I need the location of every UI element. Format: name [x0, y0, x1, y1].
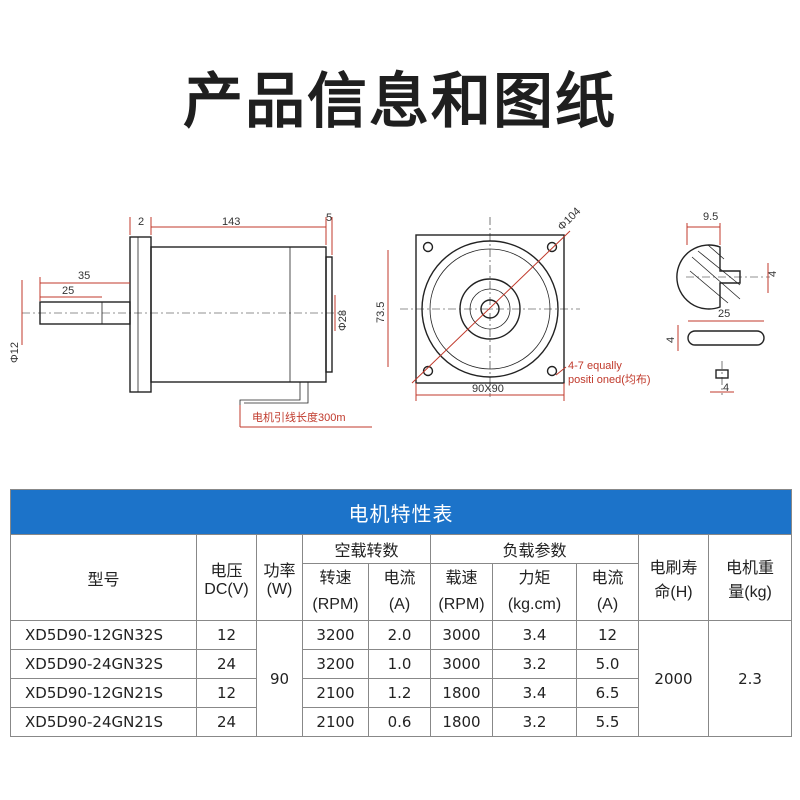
dim-4-key-width: 4 — [723, 382, 729, 394]
cell-nl-speed: 2100 — [302, 707, 369, 737]
dim-9-5: 9.5 — [703, 211, 718, 223]
cell-l-speed: 1800 — [430, 678, 493, 708]
dim-73-5: 73.5 — [375, 302, 387, 323]
cell-l-torque: 3.2 — [492, 649, 577, 679]
cell-l-speed: 3000 — [430, 649, 493, 679]
cell-model: XD5D90-12GN32S — [10, 620, 197, 650]
cell-voltage: 12 — [196, 678, 257, 708]
cell-nl-current: 2.0 — [368, 620, 431, 650]
dim-4-key: 4 — [767, 271, 779, 277]
holes-note-line1: 4-7 equally — [568, 360, 622, 372]
dim-25: 25 — [62, 285, 74, 297]
cell-l-current: 5.0 — [576, 649, 639, 679]
cell-nl-speed: 3200 — [302, 620, 369, 650]
cell-l-torque: 3.4 — [492, 678, 577, 708]
cell-nl-speed: 2100 — [302, 678, 369, 708]
cell-l-current: 5.5 — [576, 707, 639, 737]
cell-model: XD5D90-12GN21S — [10, 678, 197, 708]
holes-note-line2: positi oned(均布) — [568, 373, 651, 386]
cell-nl-current: 1.2 — [368, 678, 431, 708]
cell-nl-current: 1.0 — [368, 649, 431, 679]
cell-nl-speed: 3200 — [302, 649, 369, 679]
cell-power: 90 — [256, 620, 303, 737]
cell-model: XD5D90-24GN21S — [10, 707, 197, 737]
cell-brush-life: 2000 — [638, 620, 709, 737]
header-model: 型号 — [10, 534, 197, 621]
cell-model: XD5D90-24GN32S — [10, 649, 197, 679]
cell-voltage: 12 — [196, 620, 257, 650]
dim-90x90: 90X90 — [472, 383, 504, 395]
dim-35: 35 — [78, 270, 90, 282]
side-view: 2 143 5 35 25 Φ28 Φ12 电机引线长度300m — [9, 212, 372, 428]
technical-drawing: 2 143 5 35 25 Φ28 Φ12 电机引线长度300m Φ104 73… — [9, 205, 779, 428]
dim-5: 5 — [326, 212, 332, 224]
header-l-speed: 载速(RPM) — [430, 563, 493, 621]
front-view: Φ104 73.5 90X90 4-7 equally positi oned(… — [375, 205, 651, 401]
cell-l-current: 6.5 — [576, 678, 639, 708]
dim-2: 2 — [138, 216, 144, 228]
cell-l-current: 12 — [576, 620, 639, 650]
table-row: XD5D90-24GN21S 24 2100 0.6 1800 3.2 5.5 — [10, 707, 792, 737]
header-l-torque: 力矩(kg.cm) — [492, 563, 577, 621]
header-nl-current: 电流(A) — [368, 563, 431, 621]
cell-weight: 2.3 — [707, 620, 793, 737]
dim-phi28: Φ28 — [337, 310, 349, 331]
dim-phi104: Φ104 — [556, 205, 584, 233]
dim-phi12: Φ12 — [9, 342, 21, 363]
shaft-detail: 9.5 4 25 4 4 — [665, 211, 779, 395]
cell-l-speed: 1800 — [430, 707, 493, 737]
dim-143: 143 — [222, 216, 240, 228]
header-no-load: 空载转数 — [302, 534, 431, 564]
dim-4-key-height: 4 — [665, 337, 677, 343]
header-load: 负载参数 — [430, 534, 639, 564]
cell-voltage: 24 — [196, 649, 257, 679]
header-l-current: 电流(A) — [576, 563, 639, 621]
lead-length-note: 电机引线长度300m — [252, 410, 346, 424]
cell-voltage: 24 — [196, 707, 257, 737]
cell-l-speed: 3000 — [430, 620, 493, 650]
cell-l-torque: 3.2 — [492, 707, 577, 737]
table-row: XD5D90-12GN32S 12 90 3200 2.0 3000 3.4 1… — [10, 620, 793, 737]
cell-l-torque: 3.4 — [492, 620, 577, 650]
header-weight: 电机重量(kg) — [707, 534, 793, 621]
table-row: XD5D90-24GN32S 24 3200 1.0 3000 3.2 5.0 — [10, 649, 792, 679]
header-brush-life: 电刷寿命(H) — [638, 534, 709, 621]
header-nl-speed: 转速(RPM) — [302, 563, 369, 621]
header-power: 功率(W) — [256, 534, 303, 621]
cell-nl-current: 0.6 — [368, 707, 431, 737]
page-title: 产品信息和图纸 — [183, 67, 617, 137]
dim-25-key: 25 — [718, 308, 730, 320]
table-caption: 电机特性表 — [9, 489, 793, 535]
